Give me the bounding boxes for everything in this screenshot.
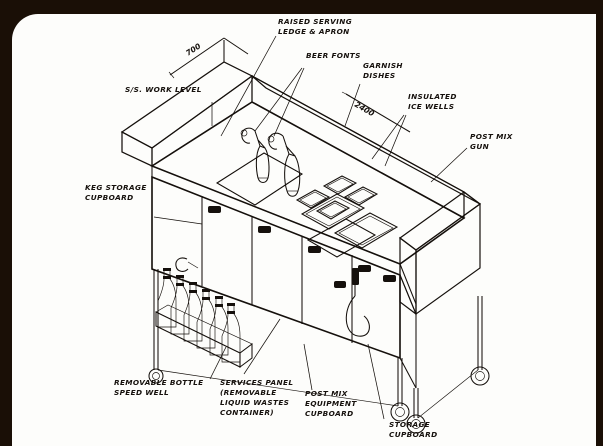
cupboard-doors xyxy=(201,196,396,343)
callout-labels: RAISED SERVING LEDGE & APRON BEER FONTS … xyxy=(85,17,513,439)
drainer-panel xyxy=(306,218,377,258)
label-post-mix-equipment-cupboard-line1: POST MIX xyxy=(305,389,348,398)
door-pull xyxy=(258,226,271,233)
label-raised-serving-ledge-line2: LEDGE & APRON xyxy=(278,27,350,36)
garnish-dishes xyxy=(295,175,379,220)
dimension-depth-700: 700 xyxy=(184,41,203,58)
door-pull xyxy=(308,246,321,253)
label-storage-cupboard-line2: CUPBOARD xyxy=(389,430,438,439)
door-pull xyxy=(208,206,221,213)
border-left xyxy=(0,0,12,446)
bottle xyxy=(196,289,216,349)
label-services-panel-line3: LIQUID WASTES xyxy=(220,398,289,407)
leader-lines xyxy=(153,35,468,420)
technical-drawing-canvas: RAISED SERVING LEDGE & APRON BEER FONTS … xyxy=(85,17,513,439)
drawing-paper: RAISED SERVING LEDGE & APRON BEER FONTS … xyxy=(12,14,597,446)
castor xyxy=(148,368,164,384)
removable-bottle-speed-well xyxy=(155,257,253,369)
post-mix-gun xyxy=(345,268,370,337)
label-beer-fonts: BEER FONTS xyxy=(306,51,361,60)
door-pull xyxy=(358,265,371,272)
dimension-lines xyxy=(168,37,411,133)
door-pull xyxy=(334,281,346,288)
label-garnish-dishes-line2: DISHES xyxy=(363,71,395,80)
label-removable-bottle-speed-well-line1: REMOVABLE BOTTLE xyxy=(114,378,203,387)
label-insulated-ice-wells-line1: INSULATED xyxy=(408,92,457,101)
legs-and-castors xyxy=(148,269,490,434)
stainless-work-top xyxy=(150,101,466,315)
label-services-panel-line1: SERVICES PANEL xyxy=(220,378,293,387)
label-post-mix-equipment-cupboard-line2: EQUIPMENT xyxy=(305,399,357,408)
bottle xyxy=(157,268,177,328)
bottle xyxy=(183,282,203,342)
beer-fonts xyxy=(240,127,301,197)
label-garnish-dishes-line1: GARNISH xyxy=(363,61,403,70)
bottle xyxy=(209,296,229,356)
label-raised-serving-ledge-line1: RAISED SERVING xyxy=(278,17,352,26)
label-post-mix-gun-line2: GUN xyxy=(470,142,489,151)
insulated-ice-wells xyxy=(300,193,399,249)
bottle xyxy=(170,275,190,335)
castor xyxy=(406,414,426,434)
drip-tray xyxy=(215,152,304,206)
label-keg-storage-cupboard-line2: CUPBOARD xyxy=(85,193,134,202)
dimension-length-2400: 2400 xyxy=(353,100,376,119)
label-storage-cupboard-line1: STORAGE xyxy=(389,420,430,429)
label-services-panel-line2: (REMOVABLE xyxy=(220,388,277,397)
label-keg-storage-cupboard-line1: KEG STORAGE xyxy=(85,183,147,192)
border-top xyxy=(0,0,603,14)
label-ss-work-level: S/S. WORK LEVEL xyxy=(125,85,202,94)
label-removable-bottle-speed-well-line2: SPEED WELL xyxy=(114,388,169,397)
label-services-panel-line4: CONTAINER) xyxy=(220,408,274,417)
border-right xyxy=(596,0,603,446)
castor xyxy=(470,366,490,386)
door-pull xyxy=(383,275,396,282)
label-post-mix-gun-line1: POST MIX xyxy=(470,132,513,141)
castor xyxy=(390,402,410,422)
label-post-mix-equipment-cupboard-line3: CUPBOARD xyxy=(305,409,354,418)
cabinet-body xyxy=(151,175,417,389)
label-insulated-ice-wells-line2: ICE WELLS xyxy=(408,102,454,111)
